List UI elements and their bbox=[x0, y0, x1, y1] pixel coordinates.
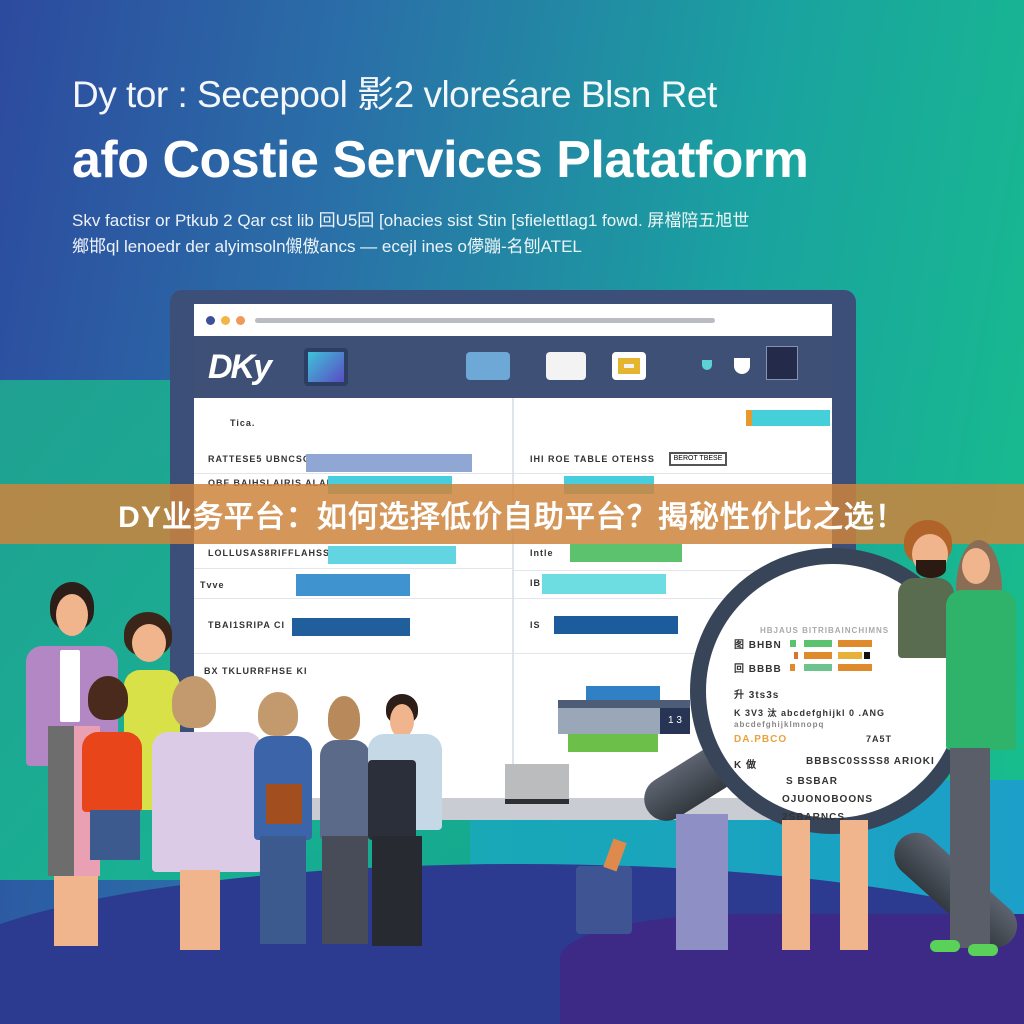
magnifier-price: DA.PBCO bbox=[734, 734, 788, 745]
row-label: OBF BAIHSLAIRIS ALAN bbox=[208, 478, 335, 488]
row-label: Intle bbox=[530, 548, 554, 558]
mini-bar bbox=[838, 652, 862, 659]
banner-title: DY业务平台：如何选择低价自助平台？揭秘性价比之选！ bbox=[118, 501, 906, 534]
row-divider bbox=[194, 653, 512, 654]
row-divider bbox=[514, 473, 832, 474]
row-divider bbox=[194, 473, 512, 474]
mini-bar bbox=[804, 652, 832, 659]
pencil-cup-icon bbox=[576, 866, 632, 934]
mini-bar bbox=[790, 640, 796, 647]
browser-bar bbox=[194, 304, 832, 336]
magnifier-text: K 做 bbox=[734, 760, 757, 771]
row-label: IB bbox=[530, 578, 541, 588]
app-header: DKy bbox=[194, 336, 832, 398]
row-label: RATTESE5 UBNCSOR ISI bbox=[208, 454, 336, 464]
row-label: BX TKLURRFHSE KI bbox=[204, 666, 308, 676]
address-bar bbox=[255, 317, 715, 323]
bar bbox=[570, 544, 682, 562]
magnifier-text: 图 BHBN bbox=[734, 640, 782, 651]
hero-subtitle-line1: Skv factisr or Ptkub 2 Qar cst lib 回U5回 … bbox=[72, 211, 750, 230]
briefcase-icon bbox=[612, 352, 646, 380]
window-dot-icon bbox=[221, 315, 230, 325]
magnifier-text: BBBSC0SSSS8 ARIOKI bbox=[806, 756, 935, 767]
bar bbox=[296, 574, 410, 596]
wallet-icon bbox=[546, 352, 586, 380]
row-label: IHI ROE TABLE OTEHSS bbox=[530, 454, 655, 464]
row-label: IS bbox=[530, 620, 541, 630]
magnifier-text: OJUONOBOONS bbox=[782, 794, 874, 805]
mini-bar bbox=[794, 652, 798, 659]
row-divider bbox=[194, 598, 512, 599]
camera-icon bbox=[466, 352, 510, 380]
mini-bar bbox=[804, 664, 832, 671]
magnifier-text: HBJAUS BITRIBAINCHIMNS bbox=[760, 626, 890, 635]
row-label: Tvve bbox=[200, 580, 225, 590]
pager[interactable]: 1 3 bbox=[660, 708, 690, 734]
window-dot-icon bbox=[206, 315, 215, 325]
row-label: Tica. bbox=[230, 418, 256, 428]
row-label: TBAI1SRIPA CI bbox=[208, 620, 286, 630]
card-overlay: 1 3 bbox=[558, 700, 690, 734]
magnifier-text: S BSBAR bbox=[786, 776, 839, 787]
magnifier-text: 升 3ts3s bbox=[734, 690, 780, 701]
magnifier-text: abcdefghijklmnopq bbox=[734, 720, 825, 729]
bar bbox=[306, 454, 472, 472]
window-dot-icon bbox=[236, 315, 245, 325]
hero-heading: Dy tor : Secepool 影2 vloreśare Blsn Ret … bbox=[72, 64, 809, 260]
diamond-icon bbox=[702, 360, 712, 370]
mini-bar bbox=[790, 664, 795, 671]
bar bbox=[542, 574, 666, 594]
mini-bar bbox=[864, 652, 870, 659]
shield-icon bbox=[734, 358, 750, 374]
magnifier-text: 2SBARNCS bbox=[782, 812, 846, 823]
magnifier-text: 7A5T bbox=[866, 734, 893, 744]
bar bbox=[328, 546, 456, 564]
menu-icon[interactable] bbox=[766, 346, 798, 380]
hero-title-line2: afo Costie Services Platatform bbox=[72, 131, 809, 189]
bar bbox=[586, 686, 660, 702]
mini-bar bbox=[804, 640, 832, 647]
status-badge: BEROT TBESE bbox=[669, 452, 727, 466]
hero-title-line1: Dy tor : Secepool 影2 vloreśare Blsn Ret bbox=[72, 74, 717, 115]
app-logo: DKy bbox=[208, 347, 272, 386]
bar bbox=[746, 410, 830, 426]
mini-bar bbox=[838, 664, 872, 671]
row-divider bbox=[194, 568, 512, 569]
hero-subtitle-line2: 鄉邯ql lenoedr der alyimsoln儭傲ancs — ecejl… bbox=[72, 237, 582, 256]
app-tile-icon bbox=[304, 348, 349, 386]
bar bbox=[568, 734, 658, 752]
magnifier-text: 回 BBBB bbox=[734, 664, 782, 675]
mini-bar bbox=[838, 640, 872, 647]
bar bbox=[554, 616, 678, 634]
magnifier-text: K 3V3 汰 abcdefghijkl 0 .ANG bbox=[734, 708, 886, 718]
row-divider bbox=[514, 653, 832, 654]
laptop-icon bbox=[505, 764, 569, 804]
banner: DY业务平台：如何选择低价自助平台？揭秘性价比之选！ bbox=[0, 484, 1024, 544]
row-label: LOLLUSAS8RIFFLAHSS bbox=[208, 548, 331, 558]
hero-subtitle: Skv factisr or Ptkub 2 Qar cst lib 回U5回 … bbox=[72, 208, 808, 260]
bar bbox=[292, 618, 410, 636]
row-divider bbox=[514, 570, 832, 571]
row-divider bbox=[514, 598, 832, 599]
